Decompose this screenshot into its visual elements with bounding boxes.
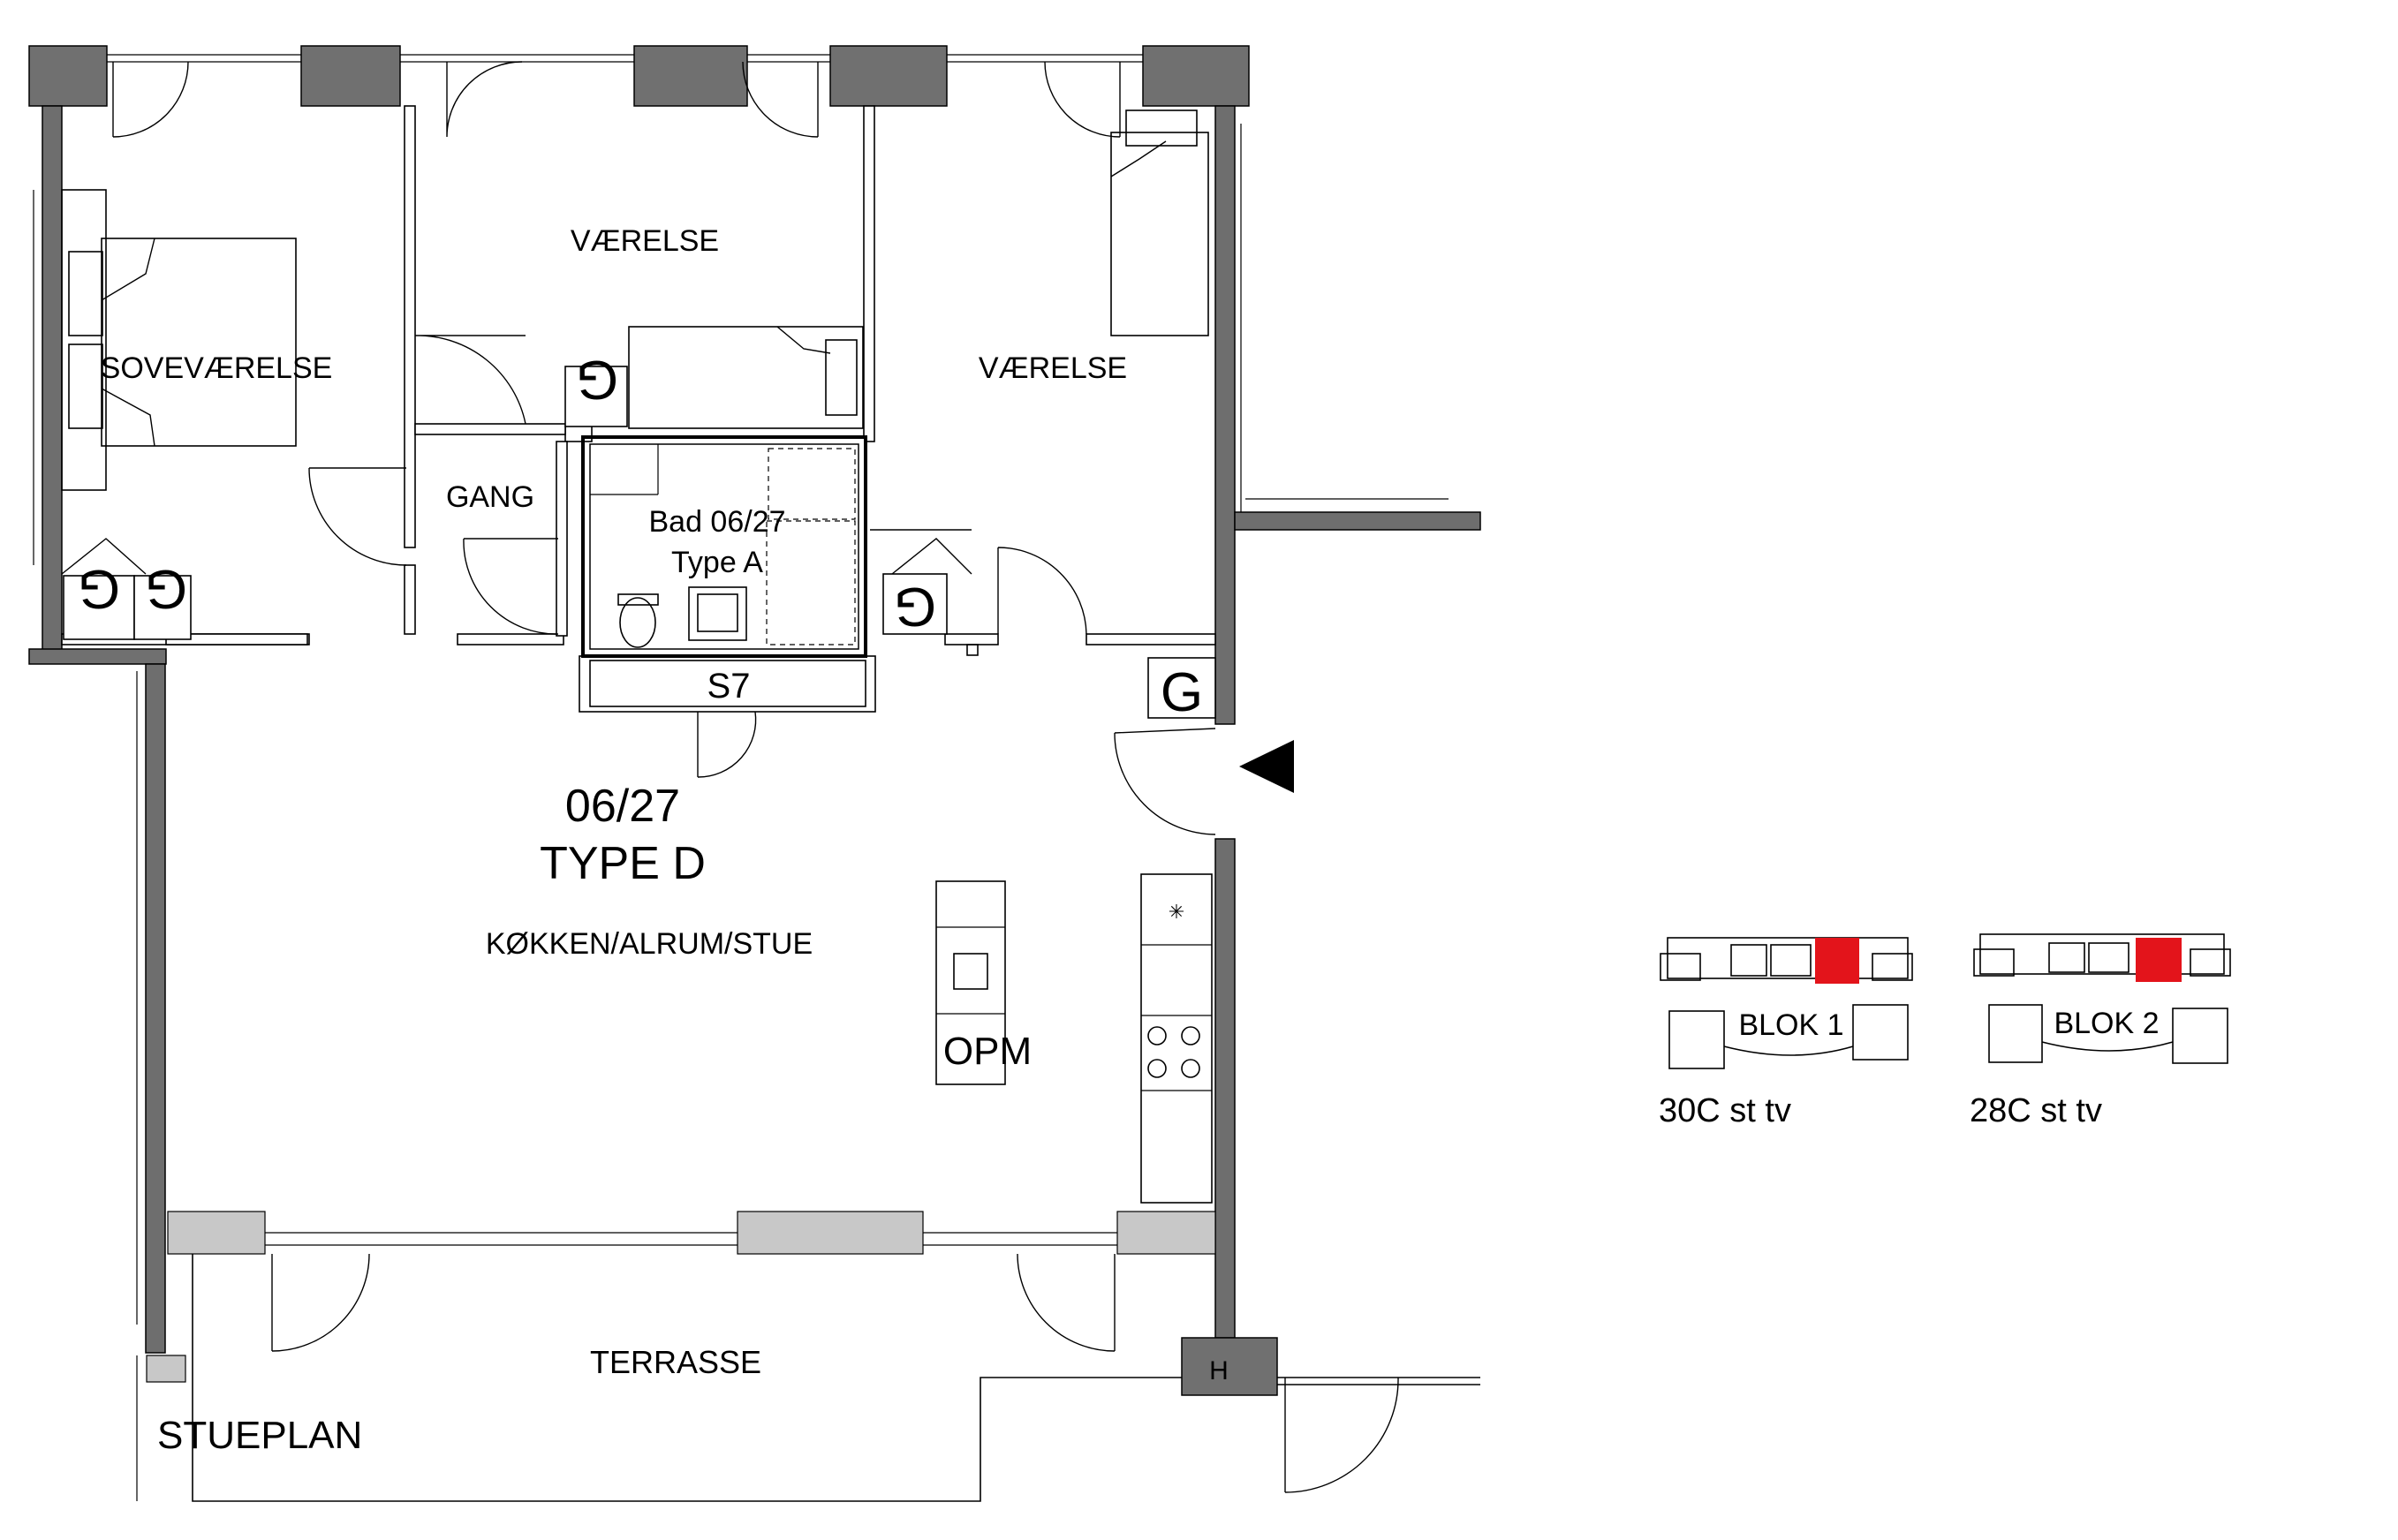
keymap-address: 28C st tv bbox=[1970, 1092, 2102, 1129]
interior-walls bbox=[61, 105, 1216, 713]
keymap-blok-2 bbox=[1973, 933, 2231, 1064]
keymap-blok-1 bbox=[1660, 937, 1913, 1069]
keymap-labels: BLOK 1 30C st tv BLOK 2 28C st tv bbox=[1659, 1007, 2160, 1129]
entrance-arrow-icon bbox=[1239, 740, 1294, 793]
keymap-block-label: BLOK 2 bbox=[2054, 1007, 2159, 1040]
furniture: ✳ bbox=[61, 109, 1213, 1204]
wardrobe-markers bbox=[63, 366, 1216, 719]
room-label-terrasse: TERRASSE bbox=[590, 1344, 761, 1380]
room-label-vaerelse-2: VÆRELSE bbox=[979, 351, 1127, 385]
keymap-address: 30C st tv bbox=[1659, 1092, 1791, 1129]
wardrobe-labels: G G G G G bbox=[78, 349, 1203, 723]
wardrobe-mark: G bbox=[1161, 662, 1203, 723]
keymap-highlight bbox=[1815, 938, 1859, 984]
island-label: OPM bbox=[943, 1030, 1032, 1073]
wardrobe-mark: G bbox=[78, 558, 120, 619]
unit-type: TYPE D bbox=[540, 838, 706, 889]
meter-label: H bbox=[1209, 1356, 1229, 1385]
level-label: STUEPLAN bbox=[157, 1414, 362, 1457]
wardrobe-mark: G bbox=[576, 349, 618, 410]
room-label-sovevaerelse: SOVEVÆRELSE bbox=[101, 351, 333, 385]
terrace-outline bbox=[33, 124, 1480, 1502]
room-label-vaerelse-1: VÆRELSE bbox=[571, 224, 719, 258]
wardrobe-mark: G bbox=[145, 558, 187, 619]
unit-number: 06/27 bbox=[565, 781, 680, 832]
room-label-bad-line1: Bad 06/27 bbox=[648, 505, 785, 539]
svg-text:✳: ✳ bbox=[1169, 901, 1184, 923]
keymap-highlight bbox=[2136, 938, 2182, 982]
room-label-gang: GANG bbox=[446, 480, 534, 514]
room-label-storage: S7 bbox=[707, 667, 751, 706]
room-labels: SOVEVÆRELSE VÆRELSE VÆRELSE GANG Bad 06/… bbox=[101, 224, 1229, 1457]
doors bbox=[61, 61, 1399, 1493]
keymap-block-label: BLOK 1 bbox=[1738, 1008, 1843, 1042]
wardrobe-mark: G bbox=[894, 576, 936, 637]
room-label-living: KØKKEN/ALRUM/STUE bbox=[486, 927, 813, 961]
exterior-walls bbox=[28, 45, 1481, 1396]
room-label-bad-line2: Type A bbox=[671, 546, 763, 579]
